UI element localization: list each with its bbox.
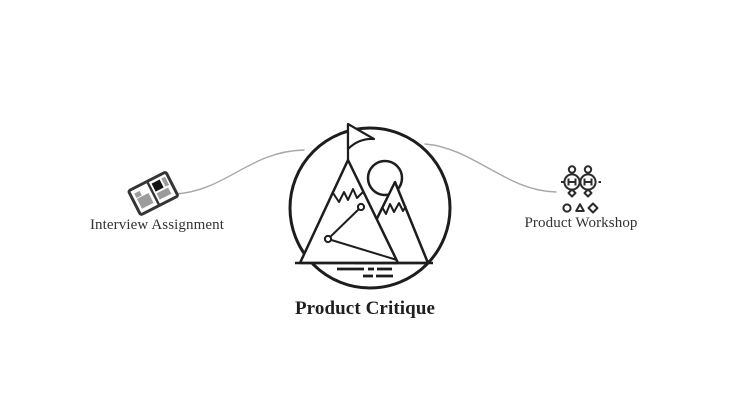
diamond-shape [567, 188, 577, 198]
diamond-shape [587, 202, 599, 214]
newspaper-text-block [161, 176, 170, 187]
node-interview-assignment: Interview Assignment [90, 169, 224, 233]
team-workshop-icon [561, 165, 601, 214]
circle-shape [562, 203, 572, 213]
node-label-product-workshop: Product Workshop [524, 215, 638, 231]
newspaper-icon [127, 171, 179, 216]
right-mountain-snowline [381, 202, 407, 215]
ground-dashes [337, 267, 393, 278]
flag-icon [346, 122, 376, 151]
person-head-icon [567, 165, 577, 174]
newspaper-fold-line [146, 180, 161, 207]
badge-outer-circle [288, 126, 452, 290]
connector-left [174, 149, 305, 195]
mountain-summit-badge-icon [288, 122, 452, 290]
node-label-product-critique: Product Critique [294, 298, 436, 319]
connector-right [424, 143, 557, 193]
diamond-shape [583, 188, 593, 198]
person-head-icon [583, 165, 593, 174]
node-label-interview-assignment: Interview Assignment [89, 217, 225, 233]
route-waypoint [323, 234, 333, 244]
person-arms-icon [583, 178, 593, 186]
person-arms-icon [567, 178, 577, 186]
node-product-critique: Product Critique [280, 118, 460, 319]
newspaper-text-block [134, 190, 142, 199]
newspaper-text-block [136, 193, 154, 209]
newspaper-photo-block [151, 179, 164, 192]
route-waypoint [356, 202, 366, 212]
triangle-shape [575, 203, 585, 212]
newspaper-text-block [156, 187, 172, 200]
left-mountain-snowline [332, 188, 364, 203]
node-product-workshop: Product Workshop [524, 164, 637, 231]
